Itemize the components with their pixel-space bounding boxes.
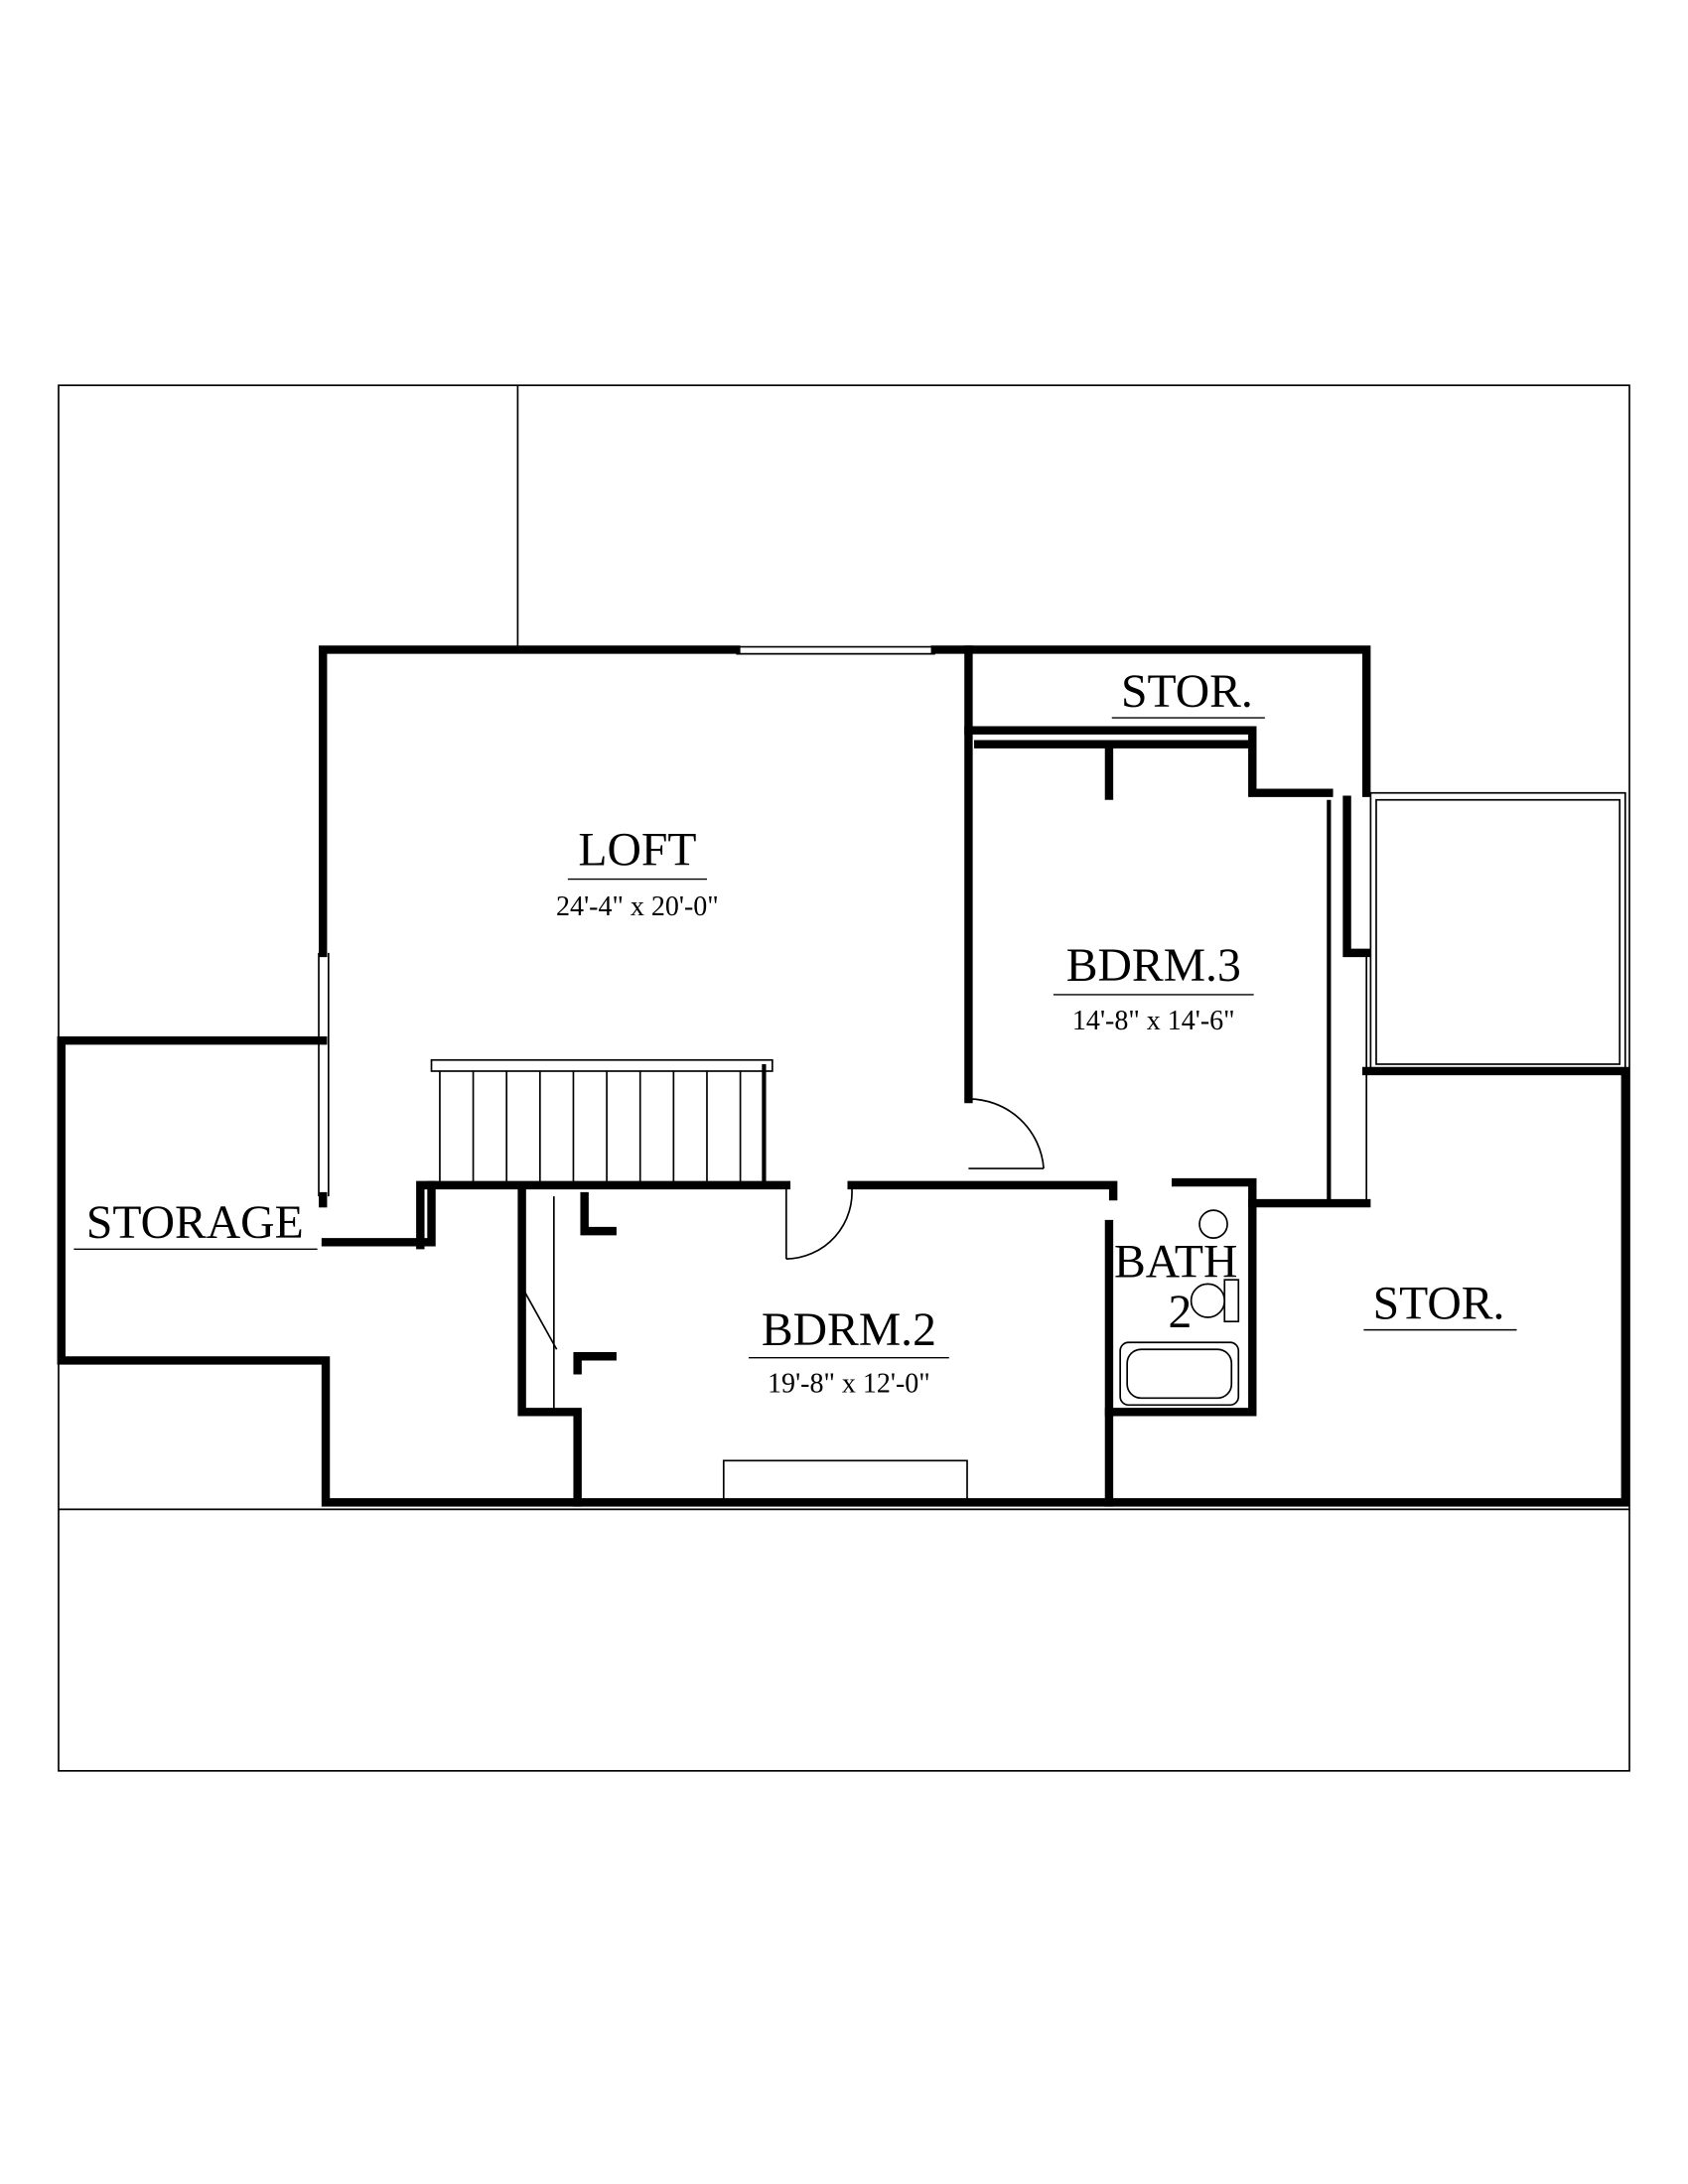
roof-outline [58, 384, 1630, 1772]
walls [57, 645, 1630, 1507]
room-label-stor-right: STOR. [1373, 1278, 1505, 1329]
room-size-loft: 24'-4" x 20'-0" [556, 891, 719, 922]
bath-fixtures [1119, 1209, 1240, 1407]
staircase [430, 1058, 774, 1185]
room-size-bdrm2: 19'-8" x 12'-0" [768, 1369, 930, 1400]
room-label-stor-top: STOR. [1121, 666, 1253, 718]
room-label-bath-number: 2 [1169, 1287, 1193, 1338]
windows [318, 645, 968, 1504]
room-label-loft: LOFT [578, 825, 696, 877]
room-label-bdrm2: BDRM.2 [762, 1304, 936, 1356]
room-size-bdrm3: 14'-8" x 14'-6" [1072, 1006, 1235, 1036]
room-label-storage: STORAGE [86, 1197, 304, 1249]
room-label-bdrm3: BDRM.3 [1066, 940, 1241, 992]
room-label-bath: BATH [1114, 1236, 1237, 1288]
